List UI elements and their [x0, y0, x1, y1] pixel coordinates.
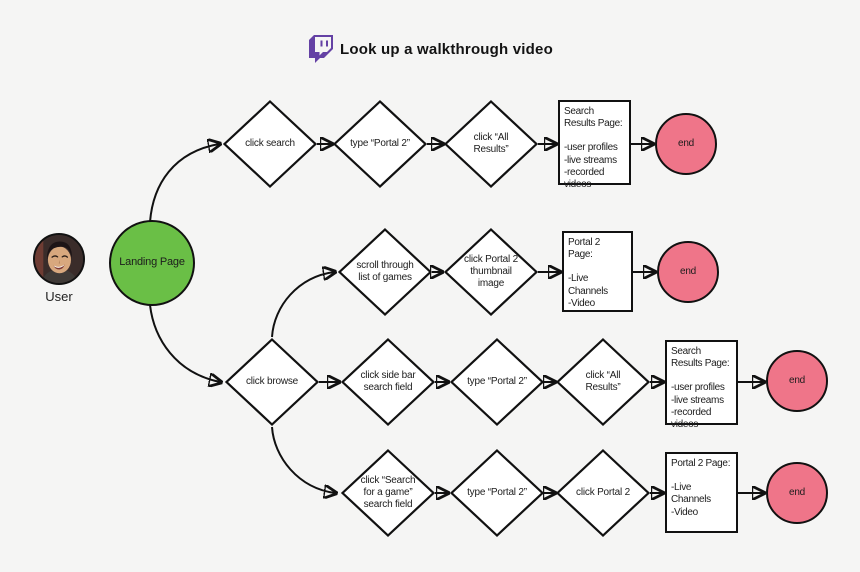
step-label: scroll through list of games	[356, 260, 414, 283]
step-label: click Portal 2	[576, 487, 630, 498]
end-node-1: end	[655, 113, 717, 175]
connector-landing-to-click-search	[149, 144, 219, 223]
page-box-title: Portal 2 Page:	[568, 237, 601, 261]
diamond-shape	[556, 449, 650, 537]
diamond-shape	[444, 100, 538, 188]
diamond-shape	[450, 449, 544, 537]
step-click-all-results-search-path: click “All Results”	[444, 100, 538, 188]
diamond-shape	[444, 228, 538, 316]
end-node-label: end	[788, 487, 806, 498]
step-click-all-results-sidebar-path: click “All Results”	[556, 338, 650, 426]
user-avatar	[33, 233, 85, 285]
step-label: type “Portal 2”	[467, 487, 527, 498]
step-click-portal-2: click Portal 2	[556, 449, 650, 537]
diamond-shape	[338, 228, 432, 316]
step-click-sidebar-search-field: click side bar search field	[341, 338, 435, 426]
step-label: click search	[245, 138, 295, 149]
page-box-item: -user profiles	[671, 382, 725, 394]
step-label: type “Portal 2”	[350, 138, 410, 149]
page-box-title: Search Results Page:	[564, 106, 623, 130]
connector-landing-to-click-browse	[149, 304, 220, 382]
end-node-4: end	[766, 462, 828, 524]
step-label: type “Portal 2”	[467, 376, 527, 387]
start-node-label: Landing Page	[119, 256, 185, 269]
step-label: click “All Results”	[473, 132, 509, 155]
diamond-shape	[556, 338, 650, 426]
diamond-shape	[341, 449, 435, 537]
step-type-portal2-gamesearch-path: type “Portal 2”	[450, 449, 544, 537]
page-box-item: -Live Channels	[568, 273, 608, 297]
page-box-item: -Live Channels	[671, 482, 711, 506]
step-label: click “All Results”	[585, 370, 621, 393]
step-scroll-through-list-of-games: scroll through list of games	[338, 228, 432, 316]
page-box-title: Portal 2 Page:	[671, 458, 731, 469]
diagram-title-text: Look up a walkthrough video	[340, 40, 553, 58]
step-click-search-for-a-game-field: click “Search for a game” search field	[341, 449, 435, 537]
step-click-search: click search	[223, 100, 317, 188]
user-photo-icon	[35, 235, 83, 283]
user-label: User	[45, 289, 73, 304]
page-box-search-results-2: Search Results Page: -user profiles -liv…	[665, 340, 738, 430]
diamond-shape	[341, 338, 435, 426]
diamond-shape	[225, 338, 319, 426]
diamond-shape	[450, 338, 544, 426]
step-click-browse: click browse	[225, 338, 319, 426]
page-box-portal2-2: Portal 2 Page: -Live Channels -Video	[665, 452, 738, 533]
page-box-item: -user profiles	[564, 142, 618, 154]
step-type-portal2-search-path: type “Portal 2”	[333, 100, 427, 188]
page-box-item: -Video	[568, 297, 595, 309]
page-box-item: -live streams	[564, 154, 617, 166]
end-node-3: end	[766, 350, 828, 412]
page-box-item: -Video	[671, 506, 698, 518]
step-label: click side bar search field	[360, 370, 416, 393]
step-label: click browse	[245, 376, 299, 387]
step-label: click Portal 2 thumbnail image	[464, 254, 518, 289]
end-node-2: end	[657, 241, 719, 303]
end-node-label: end	[679, 266, 697, 277]
page-box-item: -live streams	[671, 394, 724, 406]
diamond-shape	[333, 100, 427, 188]
connector-browse-to-scroll	[271, 272, 334, 338]
step-type-portal2-sidebar-path: type “Portal 2”	[450, 338, 544, 426]
page-box-search-results-1: Search Results Page: -user profiles -liv…	[558, 100, 631, 190]
page-box-portal2-1: Portal 2 Page: -Live Channels -Video	[562, 231, 633, 312]
twitch-icon	[309, 35, 334, 63]
page-box-item: -recorded videos	[564, 166, 605, 190]
end-node-label: end	[677, 138, 695, 149]
connector-browse-to-game-search	[271, 426, 335, 493]
diagram-title: Look up a walkthrough video	[0, 33, 860, 65]
page-box-title: Search Results Page:	[671, 346, 730, 370]
step-label: click “Search for a game” search field	[360, 475, 416, 510]
end-node-label: end	[788, 375, 806, 386]
diamond-shape	[223, 100, 317, 188]
page-box-item: -recorded videos	[671, 406, 712, 430]
step-click-portal2-thumbnail-image: click Portal 2 thumbnail image	[444, 228, 538, 316]
start-node-landing-page: Landing Page	[109, 220, 195, 306]
